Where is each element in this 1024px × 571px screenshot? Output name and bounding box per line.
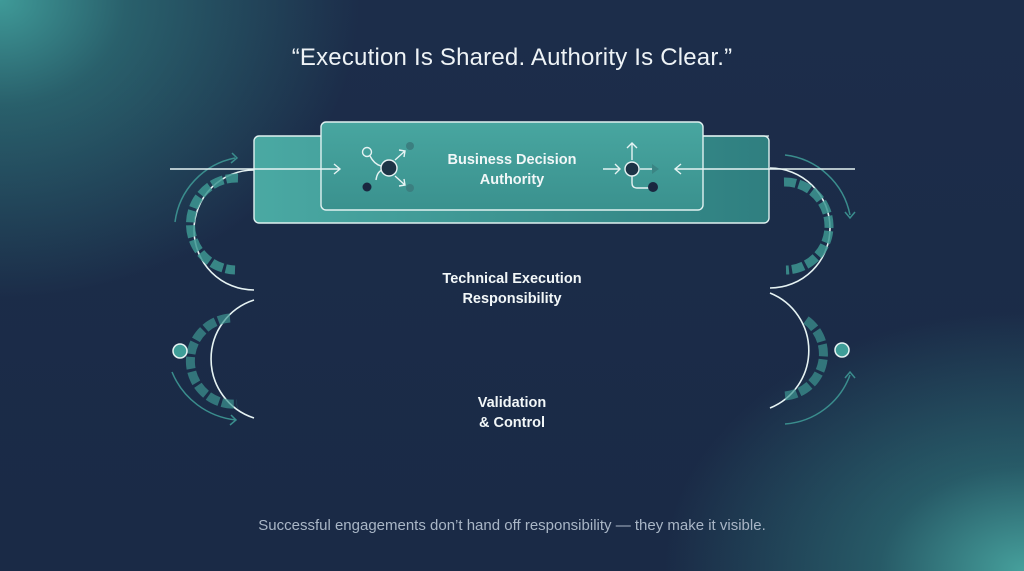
validation-layer-label: Validation & Control xyxy=(420,393,604,433)
validation-label-line2: & Control xyxy=(478,415,546,431)
business-label-line2: Authority xyxy=(479,172,545,188)
validation-label-line1: Validation xyxy=(477,395,547,411)
technical-layer-label: Technical Execution Responsibility xyxy=(420,269,604,309)
branching-decision-icon xyxy=(361,142,414,192)
page-title: “Execution Is Shared. Authority Is Clear… xyxy=(291,44,733,71)
left-feedback-loops xyxy=(171,152,255,426)
right-feedback-loops xyxy=(769,154,856,425)
directional-flow-icon xyxy=(603,142,659,192)
business-label-line1: Business Decision xyxy=(447,152,577,168)
technical-label-line1: Technical Execution xyxy=(442,271,582,287)
right-connector-node xyxy=(834,342,850,358)
technical-label-line2: Responsibility xyxy=(462,291,562,307)
business-layer-label: Business Decision Authority xyxy=(420,150,604,190)
footer-caption: Successful engagements don’t hand off re… xyxy=(258,517,766,534)
left-connector-node xyxy=(172,343,188,359)
business-layer xyxy=(170,121,855,224)
